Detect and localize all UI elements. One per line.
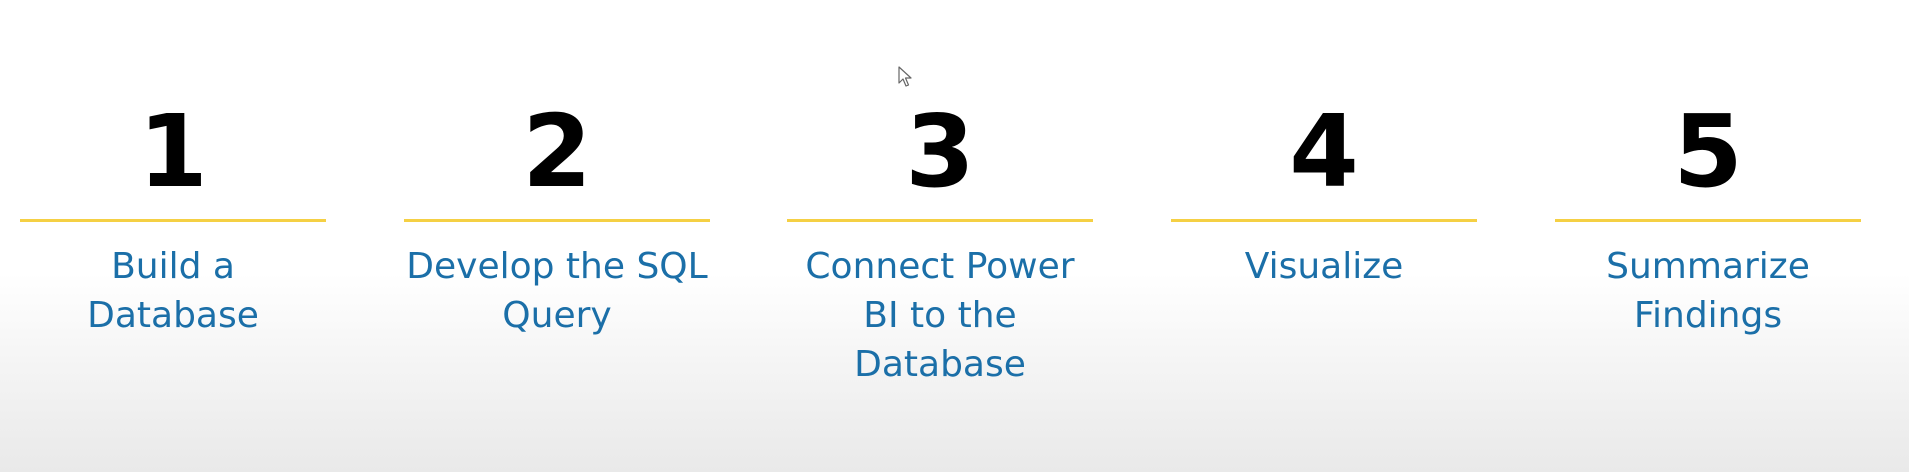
step-label: Build a Database: [87, 246, 259, 336]
step-2: 2 Develop the SQL Query: [403, 96, 711, 340]
step-3: 3 Connect Power BI to the Database: [786, 96, 1094, 389]
step-number: 5: [1673, 93, 1743, 210]
step-1: 1 Build a Database: [19, 96, 327, 340]
step-number: 1: [138, 93, 208, 210]
step-divider: [404, 219, 710, 222]
step-4: 4 Visualize: [1170, 96, 1478, 291]
step-5: 5 Summarize Findings: [1554, 96, 1862, 340]
step-label: Summarize Findings: [1606, 246, 1810, 336]
step-number: 3: [905, 93, 975, 210]
step-divider: [1555, 219, 1861, 222]
mouse-pointer-icon: [898, 66, 912, 87]
step-label: Visualize: [1244, 246, 1404, 287]
step-number: 2: [522, 93, 592, 210]
step-label: Develop the SQL Query: [406, 246, 708, 336]
step-divider: [787, 219, 1093, 222]
step-number: 4: [1289, 93, 1359, 210]
step-divider: [1171, 219, 1477, 222]
step-divider: [20, 219, 326, 222]
step-label: Connect Power BI to the Database: [805, 246, 1075, 385]
